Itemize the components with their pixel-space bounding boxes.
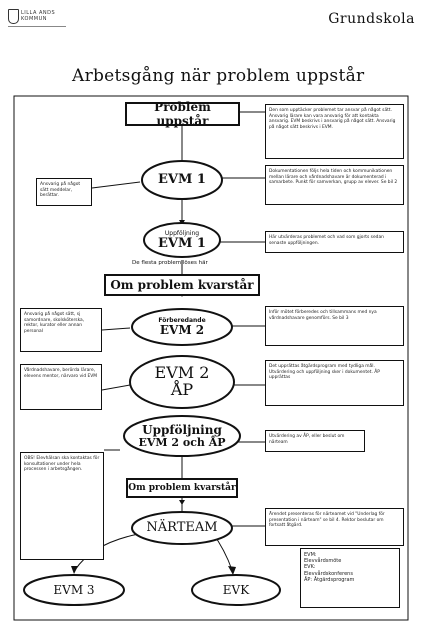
header-title: Grundskola [328,11,415,27]
note-box-11: Ärendet presenteras för närteamet vid "U… [265,508,404,546]
note-box-obs: OBS! Elevhälsan ska kontaktas för konsul… [20,452,104,560]
note-box-5: Ansvarig på något sätt, sj samordnare, s… [20,308,102,352]
logo: LILLA ANDS KOMMUN [8,8,76,34]
evm2-ap-ellipse [129,355,235,409]
om-problem-kvarstar-box-1: Om problem kvarstår [104,274,260,296]
note-box-7: Vårdnadshavare, berörda lärare, elevens … [20,364,102,410]
page-title: Arbetsgång när problem uppstår [72,66,365,86]
note-box-1: Den som upptäcker problemet tar ansvar p… [265,104,404,159]
note-box-2: Ansvarig på något sätt meddelar, berätta… [36,178,92,206]
forberedande-evm2-ellipse [131,308,233,346]
evm3-ellipse [23,574,125,606]
uppfoljning-evm2-ap-ellipse [123,415,241,457]
om-problem-kvarstar-box-2: Om problem kvarstår [126,478,238,498]
evm1-ellipse [141,160,223,200]
legend-box: EVM: Elevvårdsmöte EVK: Elevvårdskonfere… [300,548,400,608]
note-box-8: Det upprättas åtgärdsprogram med tydliga… [265,360,404,406]
note-box-3: Dokumentationen följs hela tiden och kom… [265,165,404,205]
de-flesta-label: De flesta problem löses här [132,260,208,266]
note-box-9: Utvärdering av ÅP, eller beslut om närte… [265,430,365,452]
logo-divider [8,26,66,27]
note-box-6: Inför mötet förberedes och tillsammans m… [265,306,404,346]
narteam-ellipse [131,511,233,545]
problem-uppstar-box: Problem uppstår [125,100,240,128]
logo-text: LILLA ANDS KOMMUN [21,10,56,22]
evk-ellipse [191,574,281,606]
note-box-4: Här utvärderas problemet och vad som gjo… [265,231,404,253]
logo-emblem [8,9,19,24]
uppfoljning-evm1-ellipse [143,222,221,258]
